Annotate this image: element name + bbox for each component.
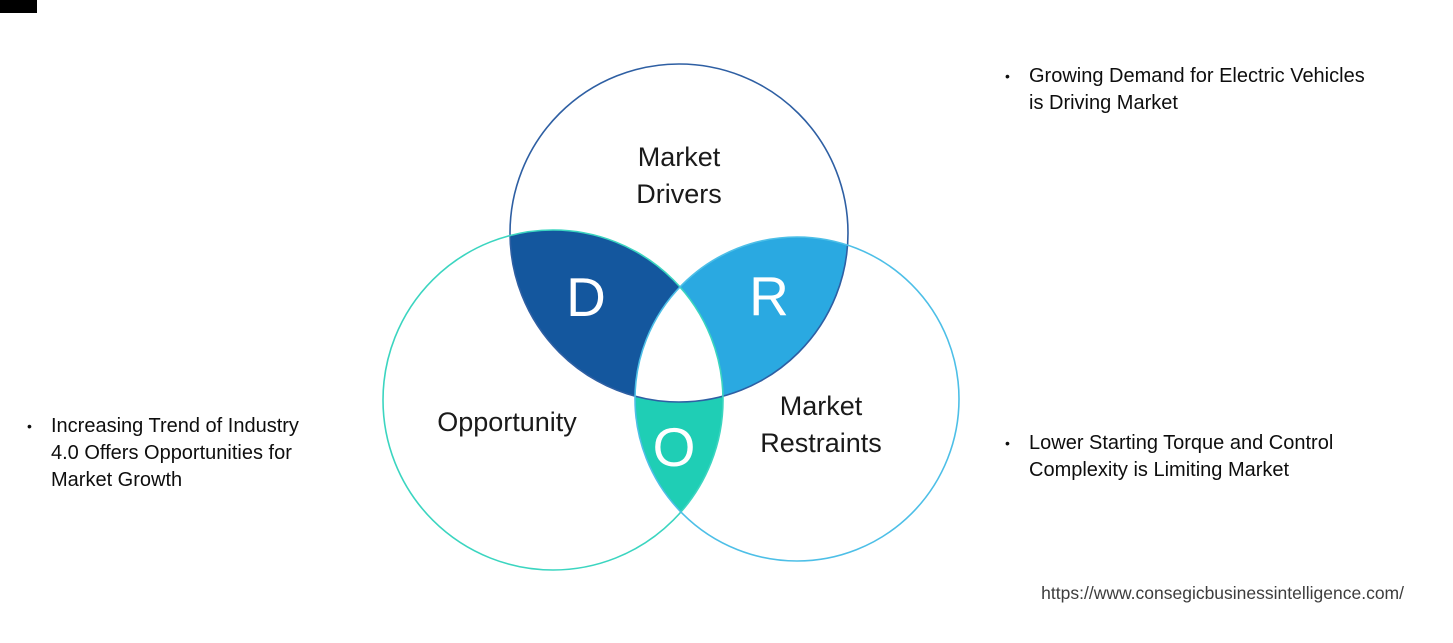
- opportunity-bullet-line2: 4.0 Offers Opportunities for: [51, 442, 292, 464]
- letter-d: D: [566, 266, 606, 328]
- driver-bullet: • Growing Demand for Electric Vehicles i…: [1005, 63, 1365, 117]
- opportunity-bullet: • Increasing Trend of Industry 4.0 Offer…: [27, 413, 299, 494]
- drivers-label: Market Drivers: [569, 139, 789, 213]
- opportunity-bullet-line1: Increasing Trend of Industry: [51, 415, 299, 437]
- driver-bullet-text: Growing Demand for Electric Vehicles is …: [1029, 63, 1365, 117]
- top-left-bar: [0, 0, 37, 13]
- bullet-icon: •: [27, 418, 32, 434]
- drivers-circle-outline: [509, 63, 849, 403]
- restraint-bullet-line1: Lower Starting Torque and Control: [1029, 432, 1334, 454]
- driver-bullet-line1: Growing Demand for Electric Vehicles: [1029, 65, 1365, 87]
- bullet-icon: •: [1005, 68, 1010, 84]
- driver-bullet-line2: is Driving Market: [1029, 92, 1178, 114]
- letter-o: O: [653, 416, 696, 478]
- restraints-label-line1: Market: [779, 391, 863, 421]
- restraints-label-line2: Restraints: [760, 428, 882, 458]
- source-url: https://www.consegicbusinessintelligence…: [1041, 583, 1404, 603]
- restraint-bullet-line2: Complexity is Limiting Market: [1029, 459, 1290, 481]
- drivers-label-line1: Market: [637, 142, 721, 172]
- restraint-bullet: • Lower Starting Torque and Control Comp…: [1005, 430, 1333, 484]
- opportunity-bullet-line3: Market Growth: [51, 469, 183, 491]
- opportunity-label: Opportunity: [397, 404, 617, 441]
- bullet-icon: •: [1005, 435, 1010, 451]
- opportunity-bullet-text: Increasing Trend of Industry 4.0 Offers …: [51, 413, 299, 494]
- drivers-label-line2: Drivers: [636, 179, 722, 209]
- letter-r: R: [749, 265, 789, 327]
- restraint-bullet-text: Lower Starting Torque and Control Comple…: [1029, 430, 1333, 484]
- restraints-circle-outline: [634, 236, 960, 562]
- restraints-label: Market Restraints: [711, 388, 931, 462]
- opportunity-circle-outline: [382, 229, 724, 571]
- opportunity-label-line1: Opportunity: [437, 407, 577, 437]
